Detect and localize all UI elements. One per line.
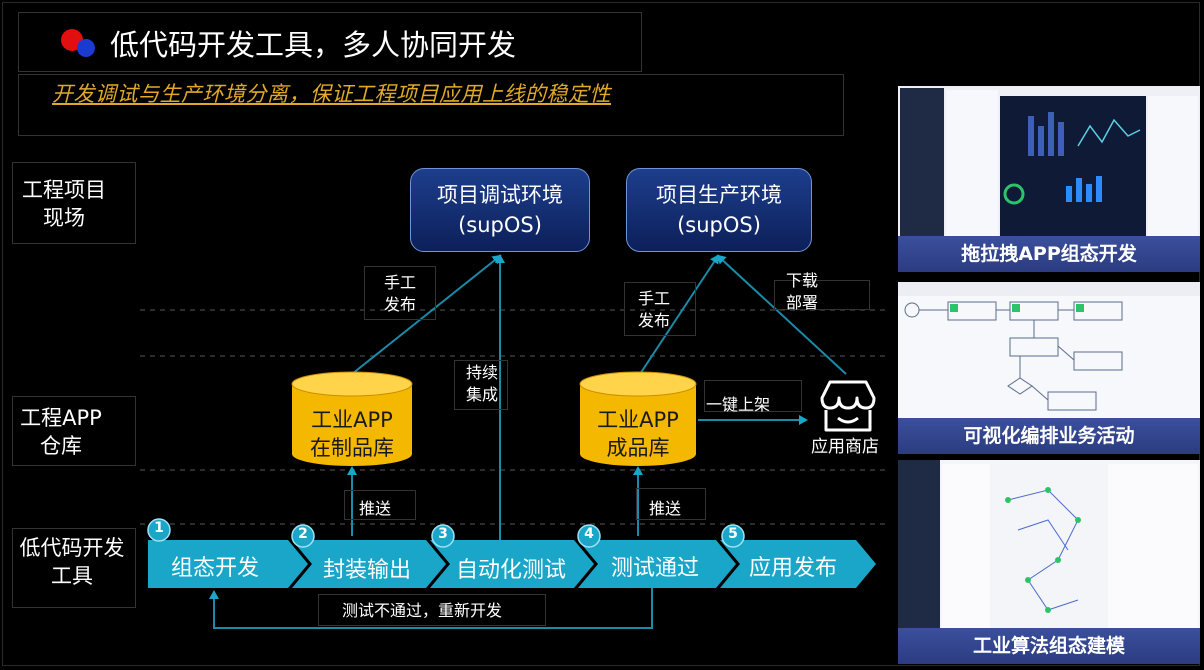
step-number-2: 2 <box>298 526 308 542</box>
page-subtitle: 开发调试与生产环境分离，保证工程项目应用上线的稳定性 <box>52 82 611 106</box>
one-click-shelf-label: 一键上架 <box>706 395 771 414</box>
step-number-5: 5 <box>728 526 738 542</box>
panel-caption-algorithm: 工业算法组态建模 <box>898 628 1200 664</box>
step-number-1: 1 <box>154 520 164 536</box>
done-repo-line1: 工业APP <box>597 408 679 432</box>
manual-publish-label-2: 手工 发布 <box>622 288 686 332</box>
ci-line1: 持续 <box>465 363 498 382</box>
row-label-repo-line1: 工程APP <box>20 406 102 430</box>
push-label-1: 推送 <box>358 499 391 518</box>
row-label-site-line2: 现场 <box>43 206 85 230</box>
manual-publish-2-line1: 手工 <box>637 289 670 308</box>
done-repo-line2: 成品库 <box>606 436 670 460</box>
step-badge-3 <box>431 524 455 548</box>
subtitle-box <box>18 74 844 136</box>
manual-publish-box-2 <box>624 282 696 336</box>
prod-env-line2: (supOS) <box>677 213 761 237</box>
step-label-2: 封装输出 <box>322 558 411 583</box>
logo-dots-icon <box>61 29 95 57</box>
ci-label: 持续 集成 <box>452 362 512 406</box>
row-label-box-repo <box>12 396 136 466</box>
step-chevron-5 <box>720 540 876 588</box>
manual-publish-arrow-2 <box>639 254 720 375</box>
manual-publish-1-line2: 发布 <box>383 295 416 314</box>
manual-publish-label-1: 手工 发布 <box>368 272 432 316</box>
step-label-5: 应用发布 <box>748 556 837 581</box>
push-label-2: 推送 <box>648 499 681 518</box>
wip-repo-cylinder <box>291 371 413 466</box>
debug-environment-box: 项目调试环境 (supOS) <box>410 168 590 252</box>
step-chevron-2 <box>292 540 446 588</box>
one-click-box <box>704 380 802 412</box>
step-chevron-1 <box>148 540 308 588</box>
step-label-3: 自动化测试 <box>455 558 566 583</box>
step-badge-4 <box>577 524 601 548</box>
production-environment-box: 项目生产环境 (supOS) <box>626 168 812 252</box>
step-badge-1 <box>147 518 171 542</box>
step-number-3: 3 <box>438 526 448 542</box>
retry-label: 测试不通过，重新开发 <box>341 601 502 620</box>
row-label-box-tool <box>12 528 136 608</box>
panel-algorithm: 工业算法组态建模 <box>898 460 1200 664</box>
process-chevrons <box>148 540 876 588</box>
row-label-repo-line2: 仓库 <box>40 434 82 458</box>
panel-orchestration: 可视化编排业务活动 <box>898 282 1200 454</box>
prod-env-line1: 项目生产环境 <box>656 183 782 207</box>
wip-repo-line2: 在制品库 <box>310 436 394 460</box>
title-box <box>18 12 642 72</box>
push-box-1 <box>344 490 416 520</box>
lane-separators <box>140 309 890 525</box>
row-label-site-line1: 工程项目 <box>22 178 106 202</box>
download-deploy-label: 下载 部署 <box>774 270 830 314</box>
manual-publish-box-1 <box>364 266 436 320</box>
manual-publish-2-line2: 发布 <box>637 311 670 330</box>
row-label-tool-line1: 低代码开发 <box>19 536 125 560</box>
row-label-site: 工程项目 现场 <box>12 176 116 232</box>
download-deploy-line2: 部署 <box>785 293 818 312</box>
download-deploy-arrow <box>716 254 847 375</box>
debug-env-line2: (supOS) <box>458 213 542 237</box>
push-box-2 <box>636 488 706 520</box>
wip-repo-line1: 工业APP <box>311 408 393 432</box>
app-store-icon <box>820 380 876 432</box>
step-chevron-3 <box>430 540 594 588</box>
download-deploy-box <box>774 280 870 310</box>
step-label-4: 测试通过 <box>610 556 699 581</box>
retry-box <box>318 594 546 626</box>
wip-repo-label: 工业APP 在制品库 <box>292 406 412 462</box>
step-badge-5 <box>721 524 745 548</box>
row-label-tool-line2: 工具 <box>51 564 93 588</box>
step-badges <box>147 518 745 548</box>
step-label-1: 组态开发 <box>170 556 259 581</box>
done-repo-label: 工业APP 成品库 <box>580 406 696 462</box>
download-deploy-line1: 下载 <box>785 271 818 290</box>
panel-caption-drag-drop: 拖拉拽APP组态开发 <box>898 236 1200 272</box>
manual-publish-arrow-1 <box>351 254 502 375</box>
panel-drag-drop: 拖拉拽APP组态开发 <box>898 86 1200 272</box>
row-label-box-site <box>12 162 136 244</box>
page-title: 低代码开发工具，多人协同开发 <box>110 28 517 62</box>
ci-line2: 集成 <box>465 385 498 404</box>
done-repo-cylinder <box>579 371 697 466</box>
app-store-label: 应用商店 <box>811 437 879 457</box>
row-label-repo: 工程APP 仓库 <box>6 404 116 460</box>
row-label-tool: 低代码开发 工具 <box>8 534 136 590</box>
step-number-4: 4 <box>584 526 594 542</box>
debug-env-line1: 项目调试环境 <box>437 183 563 207</box>
panel-caption-orchestration: 可视化编排业务活动 <box>898 418 1200 454</box>
retry-loop-arrow <box>209 586 653 629</box>
step-badge-2 <box>291 524 315 548</box>
step-chevron-4 <box>578 540 736 588</box>
ci-box <box>454 360 508 410</box>
manual-publish-1-line1: 手工 <box>383 273 416 292</box>
